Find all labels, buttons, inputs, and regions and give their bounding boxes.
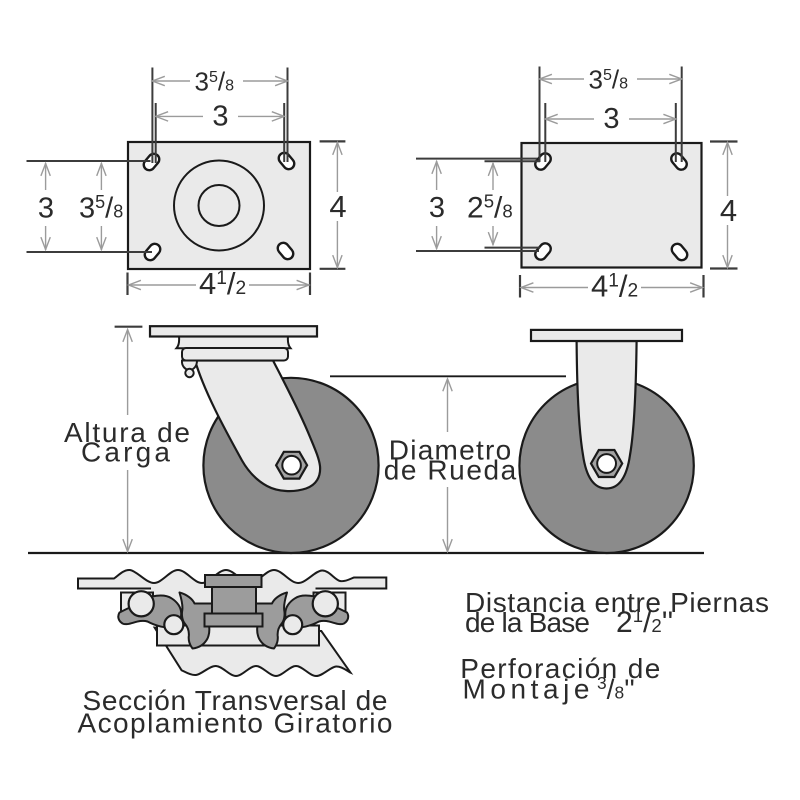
svg-text:Sección Transversal de: Sección Transversal de [83, 685, 388, 716]
svg-text:41/2: 41/2 [591, 269, 638, 304]
svg-text:Altura de: Altura de [64, 417, 190, 448]
svg-text:3/8'': 3/8'' [597, 673, 635, 704]
svg-text:3: 3 [212, 100, 228, 132]
svg-text:35/8: 35/8 [195, 67, 235, 97]
svg-text:41/2: 41/2 [199, 266, 246, 301]
svg-text:de Rueda: de Rueda [384, 455, 517, 486]
svg-text:Montaje: Montaje [463, 673, 590, 704]
svg-text:de la Base: de la Base [465, 607, 590, 638]
svg-text:3: 3 [38, 193, 54, 225]
svg-text:3: 3 [429, 192, 445, 224]
svg-text:3: 3 [603, 103, 619, 135]
svg-text:Perforación de: Perforación de [460, 653, 660, 684]
svg-text:4: 4 [720, 193, 737, 228]
svg-text:25/8: 25/8 [467, 191, 513, 225]
svg-text:4: 4 [329, 189, 346, 224]
svg-text:Carga: Carga [81, 437, 170, 468]
svg-text:Acoplamiento Giratorio: Acoplamiento Giratorio [78, 708, 393, 739]
svg-text:Distancia entre Piernas: Distancia entre Piernas [465, 587, 769, 618]
svg-text:35/8: 35/8 [79, 192, 123, 225]
svg-text:35/8: 35/8 [589, 65, 629, 95]
svg-text:21/2'': 21/2'' [616, 605, 673, 639]
